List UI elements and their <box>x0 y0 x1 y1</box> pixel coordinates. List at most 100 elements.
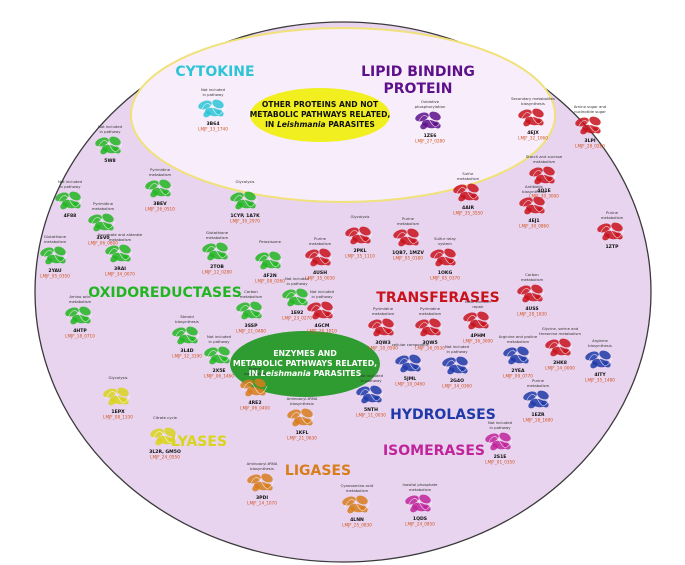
pathway-label: Starch and sucrose <box>526 154 563 159</box>
pdb-id: 3LPI <box>584 138 595 144</box>
pathway-label: Inositol phosphate <box>402 482 438 487</box>
structure-ribbon <box>230 191 258 210</box>
pdb-id: 2PKL <box>353 248 366 254</box>
pathway-label: metabolism <box>346 488 369 493</box>
structure-ribbon <box>585 350 613 369</box>
pathway-label: Glutathione <box>206 230 229 235</box>
other-proteins-label-ellipse <box>250 88 390 142</box>
structure-ribbon <box>95 136 123 155</box>
pdb-id: 4USH <box>313 270 327 276</box>
pathway-label: metabolism <box>507 339 530 344</box>
accession-id: LMJF_28_0280 <box>575 144 605 149</box>
pathway-label: biosynthesis <box>175 319 199 324</box>
pdb-id: 4PHM <box>471 333 486 339</box>
accession-id: LMJF_35_3550 <box>453 211 483 216</box>
accession-id: LMJF_23_0270 <box>282 316 312 321</box>
accession-id: LMJF_34_0070 <box>105 272 135 277</box>
structure-ribbon <box>517 284 545 303</box>
accession-id: LMJF_30_0860 <box>519 224 549 229</box>
pathway-label: metabolism <box>240 294 263 299</box>
pathway-label: Glycolysis <box>236 179 255 184</box>
pdb-id: 4USS <box>525 306 538 312</box>
protein-3pdi: Aminoacyl-tRNAbiosynthesis3PDILMJF_14_10… <box>247 461 278 506</box>
pathway-label: in pathway <box>209 339 231 344</box>
pdb-id: 3PDI <box>256 495 268 501</box>
pdb-id: 1E92 <box>291 310 304 316</box>
pdb-id: 2YEA <box>511 368 525 374</box>
structure-ribbon <box>345 226 373 245</box>
pdb-id: 5NTH <box>364 407 378 413</box>
pathway-label: Not included <box>285 276 310 281</box>
accession-id: LMJF_28_1830 <box>517 312 547 317</box>
pathway-label: Not included <box>98 124 123 129</box>
accession-id: LMJF_16_0530 <box>415 346 445 351</box>
pathway-label: biosynthesis <box>588 343 612 348</box>
structure-ribbon <box>405 494 433 513</box>
pathway-label: biosynthesis <box>521 101 545 106</box>
pathway-label: system <box>438 241 452 246</box>
pathway-label: Not included <box>310 289 335 294</box>
pdb-id: 4F2N <box>263 273 277 279</box>
accession-id: LMJF_33_1740 <box>198 127 228 132</box>
pathway-label: Carbon <box>244 289 258 294</box>
pathway-label: Pyrimidine <box>373 306 394 311</box>
pathway-label: metabolism <box>109 237 132 242</box>
structure-ribbon <box>287 408 315 427</box>
pdb-id: 4EJX <box>527 130 539 136</box>
pdb-id: 3QW3 <box>375 340 390 346</box>
group-label-lipid-binding-line1: LIPID BINDING <box>361 64 475 80</box>
accession-id: LMJF_18_0710 <box>65 334 95 339</box>
accession-id: LMJF_05_0350 <box>40 274 70 279</box>
pathway-label: in pathway <box>361 378 383 383</box>
pdb-id: 2G4O <box>450 378 464 384</box>
group-label-lipid-binding-line2: PROTEIN <box>384 81 453 97</box>
accession-id: LMJF_06_1460 <box>204 374 234 379</box>
accession-id: LMJF_27_0280 <box>415 139 445 144</box>
structure-ribbon <box>204 346 232 365</box>
pathway-label: metabolism <box>244 371 267 376</box>
accession-id: LMJF_32_1060 <box>518 136 548 141</box>
pathway-label: repair <box>472 304 484 309</box>
pathway-label: Arginine <box>592 338 608 343</box>
pathway-label: Antibiotic <box>525 184 543 189</box>
pathway-label: Amino sugar and <box>574 104 607 109</box>
accession-id: LMJF_11_0030 <box>356 413 386 418</box>
structure-ribbon <box>463 311 491 330</box>
enzymes-label-ellipse <box>230 331 380 397</box>
pdb-id: 1ZTP <box>605 244 619 250</box>
accession-id: LMJF_26_0510 <box>145 207 175 212</box>
structure-ribbon <box>519 196 547 215</box>
structure-ribbon <box>65 306 93 325</box>
pathway-label: in pathway <box>287 281 309 286</box>
pdb-id: 1EPX <box>111 409 125 415</box>
pathway-label: metabolism <box>533 159 556 164</box>
accession-id: LMJF_30_2970 <box>230 219 260 224</box>
accession-id: LMJF_06_0800 <box>88 241 118 246</box>
pdb-id: 3L4D <box>180 348 193 354</box>
pathway-label: in pathway <box>203 92 225 97</box>
structure-ribbon <box>198 99 226 118</box>
pathway-label: metabolism <box>397 221 420 226</box>
accession-id: LMJF_36_3000 <box>463 339 493 344</box>
enzymes-title-line3: IN Leishmania PARASITES <box>249 369 362 378</box>
pdb-id: 1ZE6 <box>424 133 437 139</box>
pathway-label: nucleotide sugar <box>574 109 606 114</box>
pdb-id: 4HTP <box>73 328 87 334</box>
pathway-label: Purine <box>314 236 327 241</box>
pathway-label: Peroxisome <box>259 239 281 244</box>
pathway-label: biosynthesis <box>522 189 546 194</box>
pathway-label: Oxidative <box>421 99 440 104</box>
